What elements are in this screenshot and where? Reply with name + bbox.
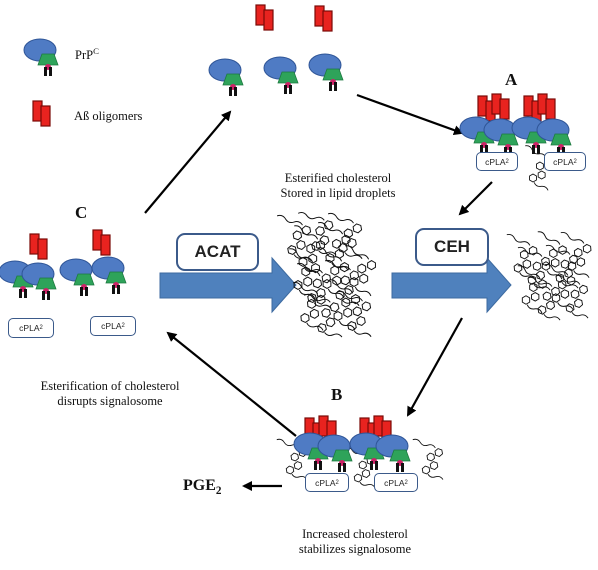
cpla2-text: cPLA xyxy=(101,321,122,331)
cholesterol-molecule-icon xyxy=(304,294,343,338)
cpla2-text: cPLA xyxy=(553,156,574,167)
cholesterol-molecule-icon xyxy=(294,225,325,277)
acat-block-arrow xyxy=(159,256,297,314)
legend-prp-text: PrP xyxy=(75,48,94,63)
prpc-protein-icon xyxy=(263,56,299,94)
cholesterol-molecule-icon xyxy=(327,212,363,260)
cholesterol-molecule-icon xyxy=(336,290,372,338)
cpla2-sub: 2 xyxy=(573,158,577,165)
prpc-protein-icon xyxy=(23,38,59,76)
abeta-oligomer-icon xyxy=(32,100,51,127)
pge2-sub: 2 xyxy=(215,485,222,498)
ceh-block-arrow xyxy=(391,256,512,314)
caption-esterified-line2: Stored in lipid droplets xyxy=(280,186,396,200)
legend-prp-label: PrPC xyxy=(75,46,99,63)
cpla2-sub: 2 xyxy=(404,479,408,486)
arrow-c-to-top xyxy=(144,110,232,214)
state-label-a: A xyxy=(505,70,518,89)
cholesterol-molecule-icon xyxy=(298,212,337,256)
cholesterol-molecule-icon xyxy=(329,279,360,331)
prpc-protein-icon xyxy=(317,434,353,472)
cholesterol-molecule-icon xyxy=(517,265,547,314)
arrow-top-to-a xyxy=(356,93,464,135)
cholesterol-molecules-b xyxy=(276,438,444,488)
pge2-label: PGE2 xyxy=(183,477,221,497)
abeta-oligomer-icon xyxy=(29,233,48,260)
cholesterol-molecule-icon xyxy=(544,263,576,310)
cholesterol-molecule-icon xyxy=(527,276,561,321)
state-label-c: C xyxy=(75,203,88,222)
arrow-b-to-c xyxy=(166,331,297,437)
caption-esterified-line1: Esterified cholesterol xyxy=(284,171,392,185)
arrow-a-to-ceh xyxy=(458,181,493,216)
caption-increased-line2: stabilizes signalosome xyxy=(298,542,412,556)
pge2-text: PGE xyxy=(183,477,216,494)
cpla2-sub: 2 xyxy=(121,323,125,329)
legend-prp-sup: C xyxy=(93,46,99,56)
caption-increased: Increased cholesterol stabilizes signalo… xyxy=(285,527,425,557)
cholesterol-molecule-icon xyxy=(318,221,351,271)
cholesterol-molecule-icon xyxy=(506,233,538,280)
cholesterol-molecule-icon xyxy=(293,281,326,331)
prpc-protein-icon xyxy=(308,53,344,91)
abeta-oligomer-icon xyxy=(255,4,274,31)
legend-abeta-label: Aß oligomers xyxy=(74,109,143,123)
prpc-protein-icon xyxy=(21,262,57,300)
caption-esterified: Esterified cholesterol Stored in lipid d… xyxy=(268,171,408,201)
abeta-oligomer-icon xyxy=(92,229,111,256)
acat-enzyme-box: ACAT xyxy=(176,233,259,271)
state-label-b: B xyxy=(331,385,343,404)
cpla2-sub: 2 xyxy=(505,158,509,165)
caption-increased-line1: Increased cholesterol xyxy=(302,527,408,541)
abeta-oligomer-icon xyxy=(314,5,333,32)
protein-glyphs xyxy=(0,4,572,472)
cholesterol-molecule-icon xyxy=(324,259,360,307)
cpla2-text: cPLA xyxy=(384,477,405,488)
lipid-droplet-molecules xyxy=(276,212,376,338)
prpc-protein-icon xyxy=(536,118,572,156)
arrow-right-to-b xyxy=(407,317,463,417)
cpla2-sub: 2 xyxy=(39,325,43,331)
cholesterol-molecule-icon xyxy=(555,274,589,319)
cpla2-text: cPLA xyxy=(19,323,40,333)
cholesterol-molecule-icon xyxy=(560,231,592,278)
prpc-protein-icon xyxy=(59,258,95,296)
cpla2-text: cPLA xyxy=(485,156,506,167)
caption-esterification-line1: Esterification of cholesterol xyxy=(40,379,180,393)
cpla2-text: cPLA xyxy=(315,477,336,488)
cholesterol-molecule-icon xyxy=(345,245,376,297)
free-cholesterol-molecules xyxy=(506,231,592,321)
prpc-protein-icon xyxy=(91,256,127,294)
prpc-protein-icon xyxy=(459,116,495,154)
caption-esterification-line2: disrupts signalosome xyxy=(57,394,163,408)
cpla2-sub: 2 xyxy=(335,479,339,486)
cholesterol-molecule-icon xyxy=(412,438,444,480)
caption-esterification: Esterification of cholesterol disrupts s… xyxy=(12,379,208,409)
prpc-protein-icon xyxy=(483,118,519,156)
prpc-protein-icon xyxy=(208,58,244,96)
cholesterol-molecule-icon xyxy=(545,244,579,289)
ceh-enzyme-box: CEH xyxy=(415,228,489,266)
prpc-protein-icon xyxy=(375,434,411,472)
